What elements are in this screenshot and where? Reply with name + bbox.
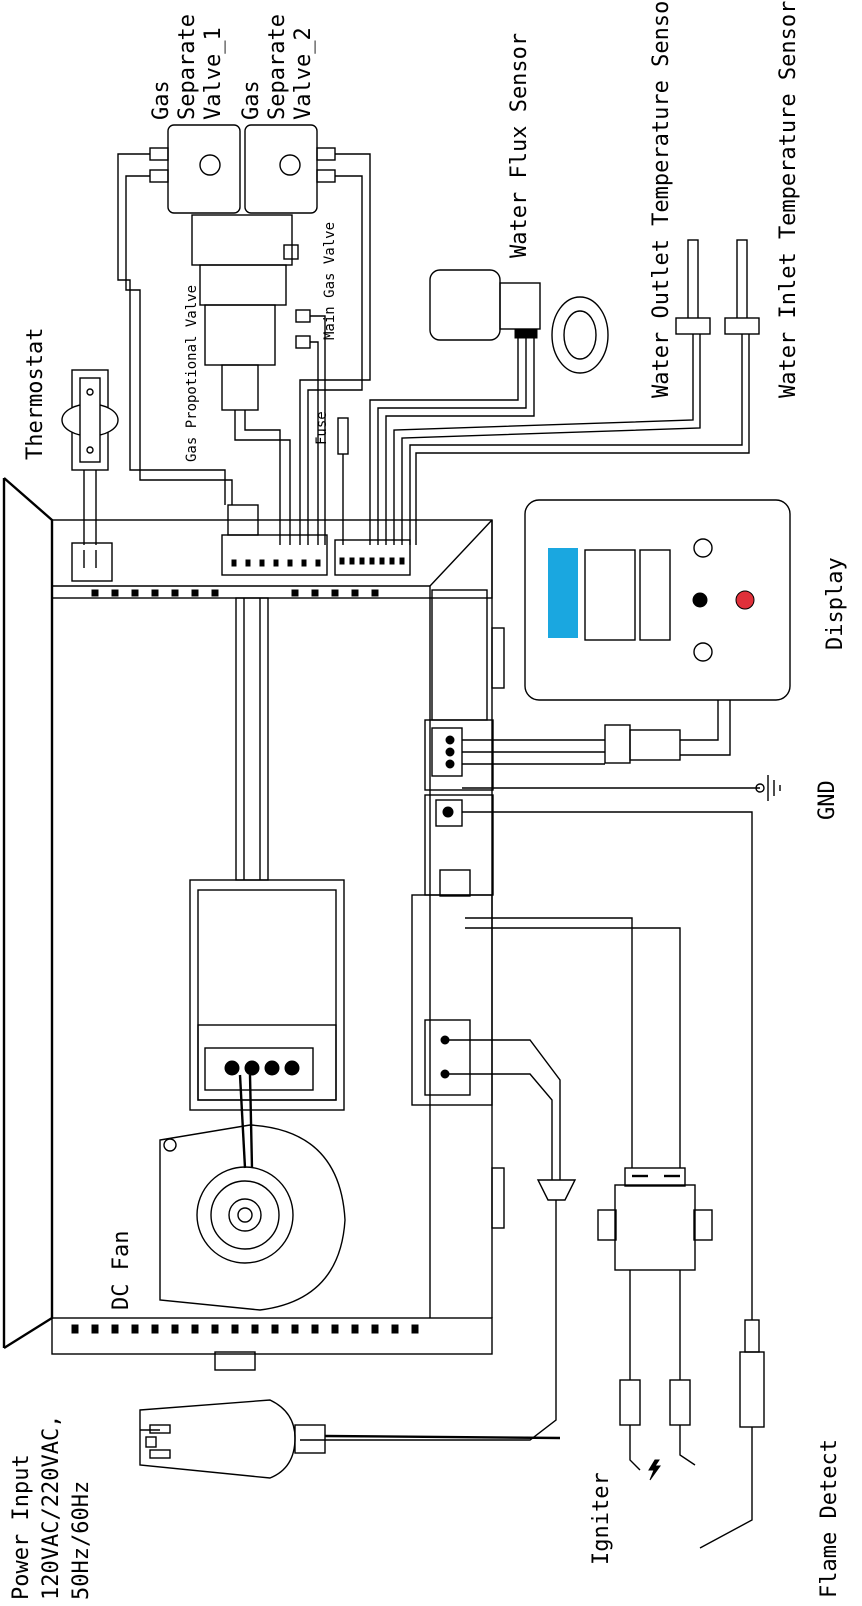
housing-frame bbox=[2, 477, 505, 1371]
water-inlet-label: Water Inlet Temperature Sensor bbox=[776, 1, 801, 398]
gas-valve-1-label: Gas Separate Valve_1 bbox=[149, 1, 226, 120]
top-rail-holes bbox=[91, 589, 379, 597]
thermostat-connector bbox=[71, 542, 113, 582]
gas-valve-assembly bbox=[117, 124, 371, 545]
flame-detect-electrode bbox=[462, 811, 765, 1549]
flame-detect-label: Flame Detect bbox=[817, 1439, 842, 1598]
side-modules bbox=[411, 589, 494, 1106]
thermostat bbox=[61, 369, 119, 545]
water-flux-sensor bbox=[369, 269, 609, 545]
spark-icon bbox=[648, 1459, 661, 1481]
ground-symbol bbox=[462, 775, 781, 801]
gas-proportional-label: Gas Propotional Valve bbox=[184, 285, 200, 462]
igniter-label: Igniter bbox=[589, 1472, 614, 1565]
control-box bbox=[189, 597, 345, 1111]
igniter-assembly bbox=[300, 917, 713, 1481]
water-outlet-sensor bbox=[393, 239, 711, 545]
power-input-label: Power Input 120VAC/220VAC, 50Hz/60Hz bbox=[9, 1401, 94, 1600]
display-panel bbox=[462, 499, 791, 765]
valve-connector-block bbox=[221, 504, 328, 576]
bottom-rail-holes bbox=[71, 1324, 419, 1334]
power-button-icon bbox=[735, 590, 755, 610]
display-lcd-icons bbox=[548, 548, 578, 638]
water-outlet-label: Water Outlet Temperature Sensor bbox=[649, 0, 674, 398]
gnd-label: GND bbox=[815, 780, 840, 820]
fuse-label: Fuse bbox=[314, 411, 330, 445]
dc-fan-label: DC Fan bbox=[109, 1231, 134, 1310]
gas-valve-2-label: Gas Separate Valve_2 bbox=[239, 1, 316, 120]
water-inlet-sensor bbox=[409, 239, 760, 545]
water-flux-label: Water Flux Sensor bbox=[507, 33, 532, 258]
thermostat-label: Thermostat bbox=[23, 328, 48, 460]
main-gas-valve-label: Main Gas Valve bbox=[322, 222, 338, 340]
power-plug bbox=[139, 1399, 561, 1479]
display-label: Display bbox=[823, 557, 848, 650]
dc-fan bbox=[159, 1074, 346, 1311]
sensor-connector-block bbox=[334, 539, 411, 576]
labels: Gas Separate Valve_1 Gas Separate Valve_… bbox=[9, 0, 848, 1600]
